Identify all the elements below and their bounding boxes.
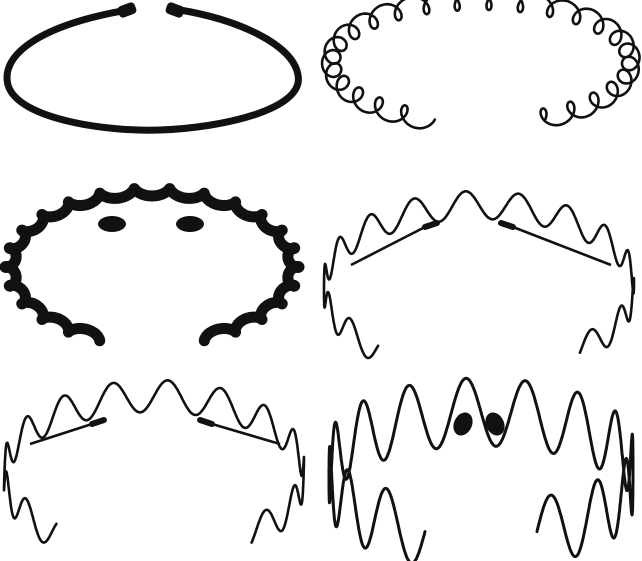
wave-wire-headband-a	[321, 187, 642, 374]
tall-zigzag-headband	[321, 374, 642, 561]
left-tip	[98, 216, 126, 232]
left-cap	[422, 220, 440, 230]
spring-coil-headband	[0, 0, 321, 187]
left-pin	[29, 422, 93, 446]
spiral-coil	[320, 0, 641, 130]
wave-wire-headband-a-drawing	[322, 190, 636, 360]
right-pin	[512, 225, 612, 267]
right-tip	[485, 412, 505, 436]
spiral-spring-headband-drawing	[320, 0, 641, 130]
wave-wire-headband-b	[0, 374, 321, 561]
wide-wave-headband-drawing	[0, 183, 305, 347]
spring-coil-headband-drawing	[3, 2, 302, 134]
left-pin	[350, 225, 426, 267]
right-pin	[211, 422, 281, 446]
right-cap	[498, 220, 516, 230]
wave-wire	[2, 379, 306, 544]
wave-wire-headband-b-drawing	[2, 379, 306, 544]
left-tip	[453, 412, 473, 436]
wave-wire	[322, 190, 636, 360]
wide-wave-headband	[0, 183, 321, 374]
zigzag-wire	[327, 376, 635, 561]
right-cap	[197, 417, 215, 427]
tall-zigzag-headband-drawing	[327, 376, 635, 561]
right-tip	[176, 216, 204, 232]
left-cap	[89, 417, 107, 427]
spiral-spring-headband	[320, 0, 642, 187]
wave-band	[0, 183, 305, 347]
